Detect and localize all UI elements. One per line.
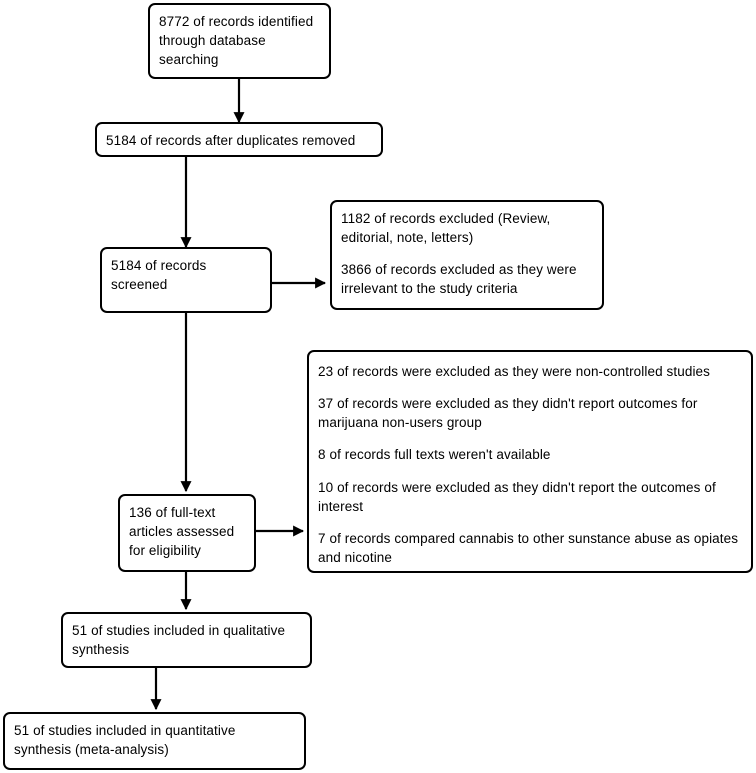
- full-text-excluded-line-2: 37 of records were excluded as they didn…: [318, 396, 698, 431]
- full-text-excluded-line-4: 10 of records were excluded as they didn…: [318, 479, 716, 514]
- studies-included-qualitative-text: 51 of studies included in qualitative sy…: [72, 623, 286, 658]
- full-text-excluded-line-5: 7 of records compared cannabis to other …: [318, 530, 739, 566]
- node-records-after-duplicates-removed: 5184 of records after duplicates removed: [95, 122, 383, 157]
- node-studies-included-quantitative: 51 of studies included in quantitative s…: [3, 712, 306, 770]
- records-excluded-line-2: 3866 of records excluded as they were ir…: [341, 262, 577, 297]
- records-after-duplicates-removed-text: 5184 of records after duplicates removed: [106, 133, 356, 148]
- node-full-text-articles-excluded: 23 of records were excluded as they were…: [307, 350, 753, 573]
- full-text-articles-assessed-text: 136 of full-text articles assessed for e…: [129, 505, 235, 559]
- node-full-text-articles-assessed: 136 of full-text articles assessed for e…: [118, 494, 256, 572]
- node-records-identified: 8772 of records identified through datab…: [148, 3, 331, 79]
- node-studies-included-qualitative: 51 of studies included in qualitative sy…: [61, 612, 312, 668]
- full-text-excluded-line-3: 8 of records full texts weren't availabl…: [318, 447, 551, 463]
- studies-included-quantitative-text: 51 of studies included in quantitative s…: [14, 723, 236, 758]
- records-identified-text: 8772 of records identified through datab…: [159, 14, 314, 68]
- records-screened-text: 5184 of records screened: [111, 258, 207, 293]
- full-text-excluded-line-1: 23 of records were excluded as they were…: [318, 364, 711, 379]
- node-records-excluded: 1182 of records excluded (Review, editor…: [330, 200, 604, 310]
- records-excluded-line-1: 1182 of records excluded (Review, editor…: [341, 211, 551, 246]
- node-records-screened: 5184 of records screened: [100, 247, 272, 313]
